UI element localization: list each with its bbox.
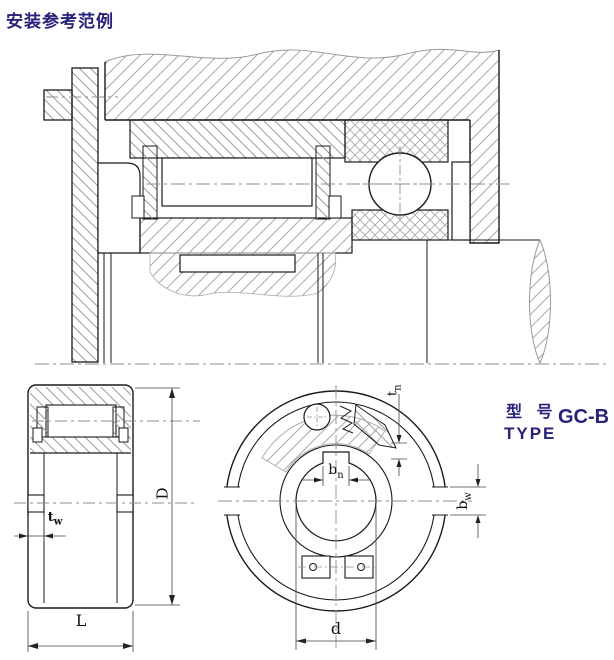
inner-sleeve — [139, 217, 353, 254]
clutch-spring — [339, 405, 354, 434]
model-code: GC-B — [558, 406, 610, 428]
dim-tw-arrow-left — [19, 533, 28, 539]
dim-d-arrow-left — [296, 638, 306, 644]
dim-label-tn: tn — [385, 377, 404, 403]
dim-label-D: D — [153, 481, 172, 507]
dim-tn-lines — [391, 394, 407, 476]
retainer-plate-right — [116, 494, 134, 513]
dim-d-arrow-right — [366, 638, 376, 644]
main-assembly-view — [35, 48, 608, 365]
side-plate-left — [142, 145, 158, 220]
dim-D-arrow-top — [169, 388, 175, 398]
dim-label-tn-sub: n — [392, 384, 404, 391]
dim-bw-lines — [450, 464, 486, 538]
dim-label-tw-base: t — [47, 510, 54, 525]
side-view-tab-left — [32, 427, 43, 443]
slot-left-edges — [224, 486, 240, 516]
dim-label-d-text: d — [330, 619, 342, 638]
clutch-roller — [161, 157, 313, 207]
slot-right-edges — [432, 486, 448, 516]
shaft-outline — [103, 239, 540, 363]
housing-break-line — [104, 48, 500, 63]
dim-D-lines — [135, 387, 180, 606]
dim-label-bn-base: b — [328, 462, 338, 478]
slot-right-mask — [430, 487, 450, 515]
dim-label-bw-base: b — [455, 500, 472, 510]
bearing-front-view — [218, 385, 486, 650]
clutch-wedge — [353, 404, 397, 449]
dim-label-bn: bn — [323, 463, 349, 481]
dim-bw-arrow-down — [475, 479, 481, 487]
dim-label-tw-sub: w — [53, 516, 63, 528]
dim-L-arrow-left — [28, 643, 38, 649]
dim-label-L: L — [68, 613, 94, 629]
dim-bw-arrow-up — [475, 515, 481, 523]
bearing-side-view — [14, 384, 200, 652]
shaft-key — [179, 254, 296, 273]
dim-tn-arrow-down — [396, 435, 402, 443]
model-label-cn: 型 号 — [506, 404, 558, 421]
dim-label-D-text: D — [153, 487, 172, 500]
dim-label-bn-sub: n — [337, 469, 344, 481]
dim-label-tn-base: t — [385, 390, 401, 397]
side-view-tab-right — [118, 427, 129, 443]
dim-label-tw: tw — [42, 511, 68, 528]
side-plate-right-foot — [328, 195, 342, 219]
side-plate-left-foot — [131, 195, 145, 219]
side-plate-right — [315, 145, 331, 220]
dim-bn-arrow-left — [314, 477, 323, 483]
dim-label-L-text: L — [75, 611, 87, 630]
end-cover — [71, 67, 99, 363]
cover-flange — [43, 89, 73, 121]
dim-D-arrow-bottom — [169, 595, 175, 605]
housing-section — [105, 49, 499, 243]
front-roller — [303, 403, 331, 431]
dim-tn-arrow-up — [396, 459, 402, 467]
retainer-plate-left — [27, 494, 45, 513]
dim-label-d: d — [323, 621, 349, 637]
dim-bn-arrow-right — [349, 477, 358, 483]
dim-d-lines — [295, 506, 377, 650]
spacer-ring — [451, 161, 471, 241]
page-title: 安装参考范例 — [6, 12, 114, 31]
shaft-break — [529, 238, 551, 365]
dim-label-bw-sub: w — [462, 492, 474, 501]
bore-lines — [43, 453, 118, 603]
clutch-outer-ring — [129, 119, 346, 159]
dim-bn-lines — [302, 466, 370, 486]
dim-tw-arrow-right — [44, 533, 53, 539]
dim-L-arrow-right — [123, 643, 133, 649]
dim-label-bw: bw — [455, 488, 474, 514]
front-centerlines — [218, 385, 472, 648]
model-label-en: TYPE — [504, 424, 557, 443]
dim-L-lines — [27, 611, 134, 652]
front-roller-centerlines — [307, 407, 327, 427]
